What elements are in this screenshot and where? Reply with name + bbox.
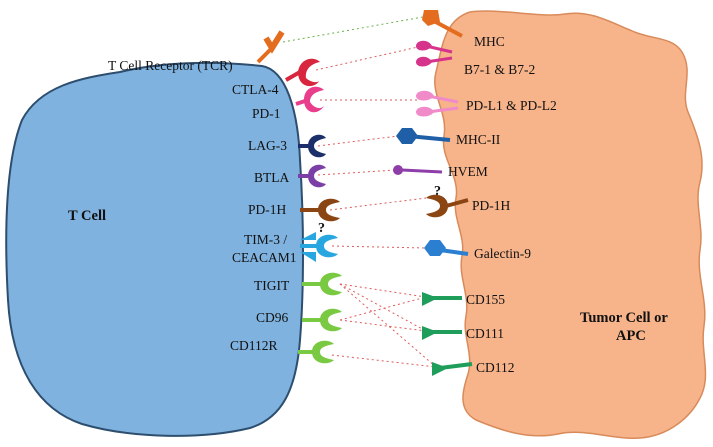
crescent-receptor-icon xyxy=(295,86,324,113)
receptor-label-pd1: PD-1 xyxy=(252,106,281,121)
unknown-mark: ? xyxy=(318,221,325,236)
tumor-title-line1: Tumor Cell or xyxy=(580,310,668,326)
ligand-label-hvem: HVEM xyxy=(448,164,488,179)
double-drop-ligand-icon xyxy=(416,40,453,67)
receptor-label-tcr: T Cell Receptor (TCR) xyxy=(108,58,233,73)
ligand-label-cd112: CD112 xyxy=(476,360,515,375)
ligand-label-mhc: MHC xyxy=(474,34,505,49)
receptor-label-btla: BTLA xyxy=(254,170,289,185)
crescent-receptor-icon xyxy=(298,164,326,188)
receptor-label-tigit: TIGIT xyxy=(254,278,290,293)
ligand-label-cd155: CD155 xyxy=(466,292,505,307)
receptor-label-ctla4: CTLA-4 xyxy=(232,82,279,97)
crescent-receptor-icon xyxy=(302,308,342,332)
t-cell-receptors xyxy=(256,30,342,364)
ligand-label-cd111: CD111 xyxy=(466,326,504,341)
tumor-title-line2: APC xyxy=(616,328,646,344)
receptor-label-cd96: CD96 xyxy=(256,310,289,325)
crescent-ligand-icon xyxy=(426,194,469,218)
t-cell-shape xyxy=(5,61,304,437)
hexagon-ligand-icon xyxy=(424,240,469,256)
receptor-label-tim3: TIM-3 / xyxy=(244,232,287,247)
tumor-ligands xyxy=(393,10,473,376)
wedge-ligand-icon xyxy=(422,292,462,306)
receptor-label-cd112r: CD112R xyxy=(230,338,278,353)
ligand-label-b7: B7-1 & B7-2 xyxy=(464,62,535,77)
unknown-mark: ? xyxy=(434,184,441,199)
receptor-label-lag3: LAG-3 xyxy=(248,138,287,153)
ligand-label-pdl: PD-L1 & PD-L2 xyxy=(466,98,557,113)
receptor-label-ceacam1: CEACAM1 xyxy=(232,250,297,265)
crescent-receptor-icon xyxy=(285,58,320,87)
hexagon-ligand-icon xyxy=(396,128,451,144)
crescent-receptor-icon xyxy=(300,198,340,222)
receptor-label-pd1h: PD-1H xyxy=(248,202,287,217)
mhc-ligand-icon xyxy=(422,10,463,38)
ligand-label-galectin9: Galectin-9 xyxy=(474,246,531,261)
t-cell-title: T Cell xyxy=(68,208,106,224)
wedge-ligand-icon xyxy=(432,362,473,376)
tumor-cell-shape xyxy=(434,10,707,439)
t-cell-labels: T Cell T Cell Receptor (TCR) CTLA-4 PD-1… xyxy=(68,58,297,353)
crescent-receptor-icon xyxy=(298,134,326,158)
double-drop-ligand-icon xyxy=(416,90,459,117)
crescent-receptor-icon xyxy=(302,272,342,296)
ligand-label-pd1h: PD-1H xyxy=(472,198,511,213)
tumor-labels: MHC B7-1 & B7-2 PD-L1 & PD-L2 MHC-II HVE… xyxy=(448,34,668,375)
ligand-label-mhc2: MHC-II xyxy=(456,132,501,147)
interaction-lines xyxy=(282,16,437,368)
crescent-receptor-icon xyxy=(298,340,334,364)
drop-ligand-icon xyxy=(393,165,443,175)
double-crescent-receptor-icon xyxy=(300,232,338,262)
wedge-ligand-icon xyxy=(422,326,462,340)
y-receptor-icon xyxy=(256,30,285,64)
